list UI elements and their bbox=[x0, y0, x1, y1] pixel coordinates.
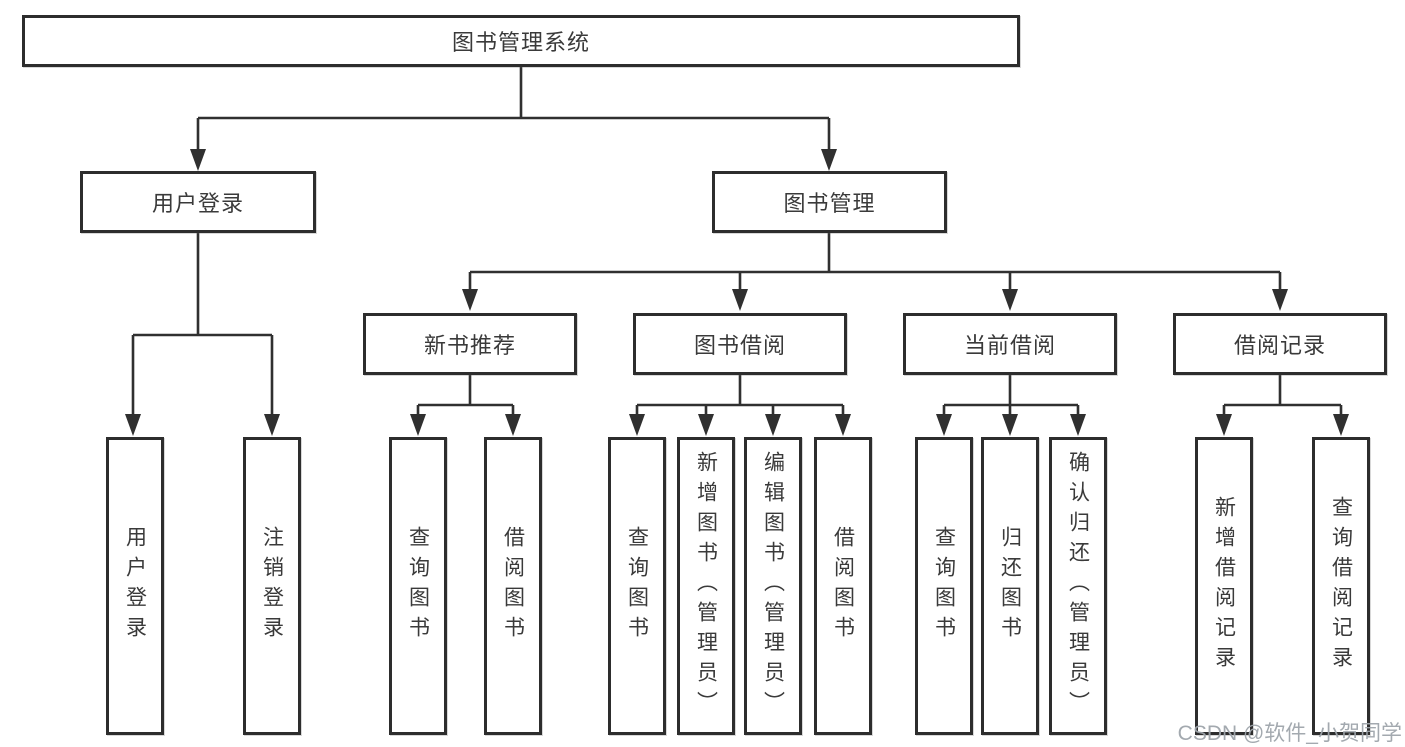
node-label: 用户登录 bbox=[151, 191, 244, 216]
node-label: 图书管理 bbox=[783, 191, 876, 216]
node-label: 注销登录 bbox=[260, 526, 284, 646]
node-label: 编辑图书（管理员） bbox=[761, 451, 785, 721]
node-root-library-system: 图书管理系统 bbox=[22, 15, 1020, 67]
node-label: 归还图书 bbox=[998, 526, 1022, 646]
node-book-management: 图书管理 bbox=[712, 171, 947, 233]
node-label: 图书管理系统 bbox=[451, 30, 590, 55]
leaf-current-return-books: 归还图书 bbox=[981, 437, 1039, 735]
leaf-logout: 注销登录 bbox=[243, 437, 301, 735]
leaf-borrowing-query-books: 查询图书 bbox=[608, 437, 666, 735]
node-borrowing-records: 借阅记录 bbox=[1173, 313, 1387, 375]
node-label: 借阅图书 bbox=[831, 526, 855, 646]
node-current-borrowing: 当前借阅 bbox=[903, 313, 1117, 375]
node-label: 新增图书（管理员） bbox=[694, 451, 718, 721]
leaf-current-query-books: 查询图书 bbox=[915, 437, 973, 735]
node-label: 查询图书 bbox=[406, 526, 430, 646]
leaf-recommend-borrow-books: 借阅图书 bbox=[484, 437, 542, 735]
node-label: 查询借阅记录 bbox=[1329, 496, 1353, 676]
node-label: 图书借阅 bbox=[693, 333, 786, 358]
node-label: 确认归还（管理员） bbox=[1066, 451, 1090, 721]
node-label: 新增借阅记录 bbox=[1212, 496, 1236, 676]
node-label: 查询图书 bbox=[932, 526, 956, 646]
node-label: 新书推荐 bbox=[423, 333, 516, 358]
leaf-records-query-record: 查询借阅记录 bbox=[1312, 437, 1370, 735]
node-label: 当前借阅 bbox=[963, 333, 1056, 358]
node-label: 查询图书 bbox=[625, 526, 649, 646]
node-label: 借阅图书 bbox=[501, 526, 525, 646]
leaf-recommend-query-books: 查询图书 bbox=[389, 437, 447, 735]
leaf-borrowing-edit-books-admin: 编辑图书（管理员） bbox=[744, 437, 802, 735]
csdn-watermark: CSDN @软件_小贺同学 bbox=[1177, 722, 1402, 745]
node-new-book-recommend: 新书推荐 bbox=[363, 313, 577, 375]
leaf-borrowing-add-books-admin: 新增图书（管理员） bbox=[677, 437, 735, 735]
leaf-current-confirm-return-admin: 确认归还（管理员） bbox=[1049, 437, 1107, 735]
leaf-user-login: 用户登录 bbox=[106, 437, 164, 735]
node-label: 借阅记录 bbox=[1233, 333, 1326, 358]
node-label: 用户登录 bbox=[123, 526, 147, 646]
node-user-login: 用户登录 bbox=[80, 171, 316, 233]
leaf-records-add-record: 新增借阅记录 bbox=[1195, 437, 1253, 735]
node-book-borrowing: 图书借阅 bbox=[633, 313, 847, 375]
leaf-borrowing-borrow-books: 借阅图书 bbox=[814, 437, 872, 735]
